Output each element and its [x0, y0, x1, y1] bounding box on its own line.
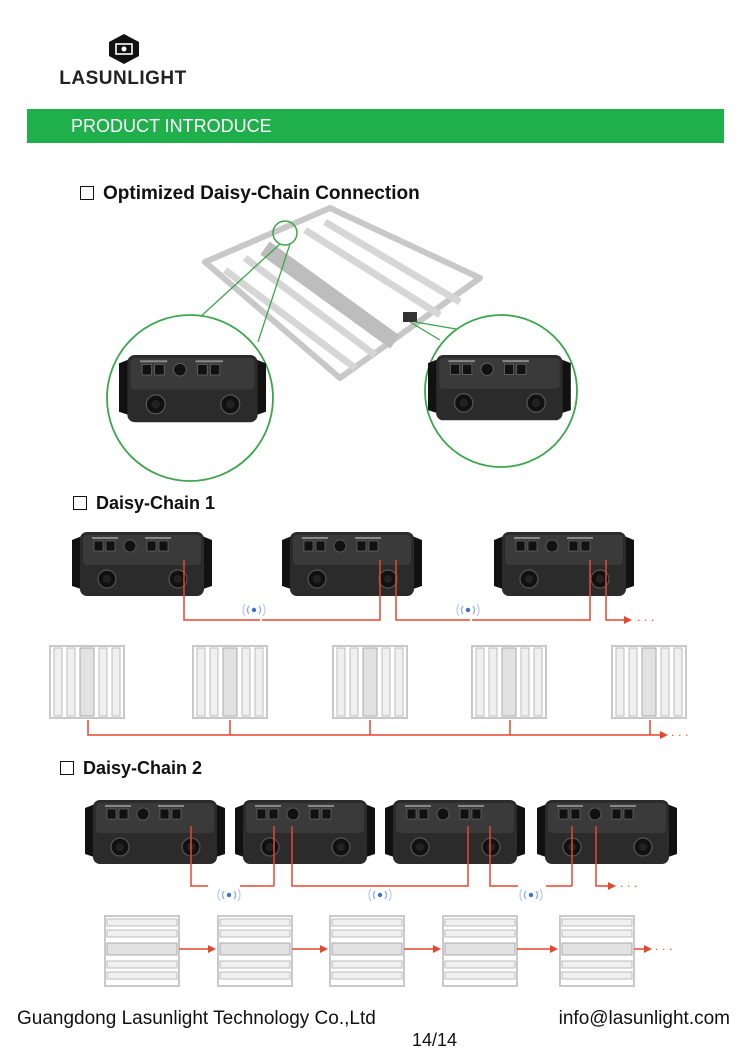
checkbox-square-icon [73, 496, 87, 510]
heading-daisy-chain-1: Daisy-Chain 1 [73, 493, 215, 514]
fixture-unit [49, 645, 125, 719]
svg-text:· · ·: · · · [655, 943, 672, 956]
fixture-unit [217, 915, 293, 987]
driver-unit [234, 799, 376, 865]
heading-optimized-daisy-chain: Optimized Daisy-Chain Connection [80, 183, 420, 205]
driver-unit [84, 799, 226, 865]
checkbox-square-icon [80, 186, 94, 200]
checkbox-square-icon [60, 761, 74, 775]
fixture-unit [329, 915, 405, 987]
driver-unit [71, 531, 213, 597]
logo-text: LASUNLIGHT [59, 68, 187, 89]
footer-email: info@lasunlight.com [558, 1008, 730, 1029]
fixture-unit [332, 645, 408, 719]
company-logo: LASUNLIGHT [58, 28, 188, 94]
driver-closeup-left [118, 354, 267, 423]
fixture-unit [611, 645, 687, 719]
page-number: 14/14 [412, 1030, 458, 1050]
fixture-unit [559, 915, 635, 987]
fixture-unit [471, 645, 547, 719]
footer-company-name: Guangdong Lasunlight Technology Co.,Ltd [17, 1008, 376, 1029]
fixture-unit [442, 915, 518, 987]
svg-text:· · ·: · · · [637, 614, 654, 627]
driver-unit [384, 799, 526, 865]
heading-text: Optimized Daisy-Chain Connection [103, 183, 420, 204]
driver-unit [281, 531, 423, 597]
driver-unit [536, 799, 678, 865]
daisy-chain-1-diagram: · · · · · · [49, 531, 688, 742]
driver-closeup-right [427, 354, 572, 421]
svg-text:· · ·: · · · [620, 880, 637, 893]
fixture-unit [104, 915, 180, 987]
main-fixture-illustration [202, 205, 483, 381]
banner-title: PRODUCT INTRODUCE [71, 116, 272, 136]
driver-unit [493, 531, 635, 597]
svg-text:· · ·: · · · [671, 729, 688, 742]
fixture-unit [192, 645, 268, 719]
logo-emblem-icon [109, 34, 139, 64]
heading-text: Daisy-Chain 2 [83, 758, 203, 778]
heading-daisy-chain-2: Daisy-Chain 2 [60, 758, 202, 779]
heading-text: Daisy-Chain 1 [96, 493, 216, 513]
section-banner: PRODUCT INTRODUCE [27, 109, 724, 143]
daisy-chain-2-diagram: · · · · · · [84, 799, 678, 987]
